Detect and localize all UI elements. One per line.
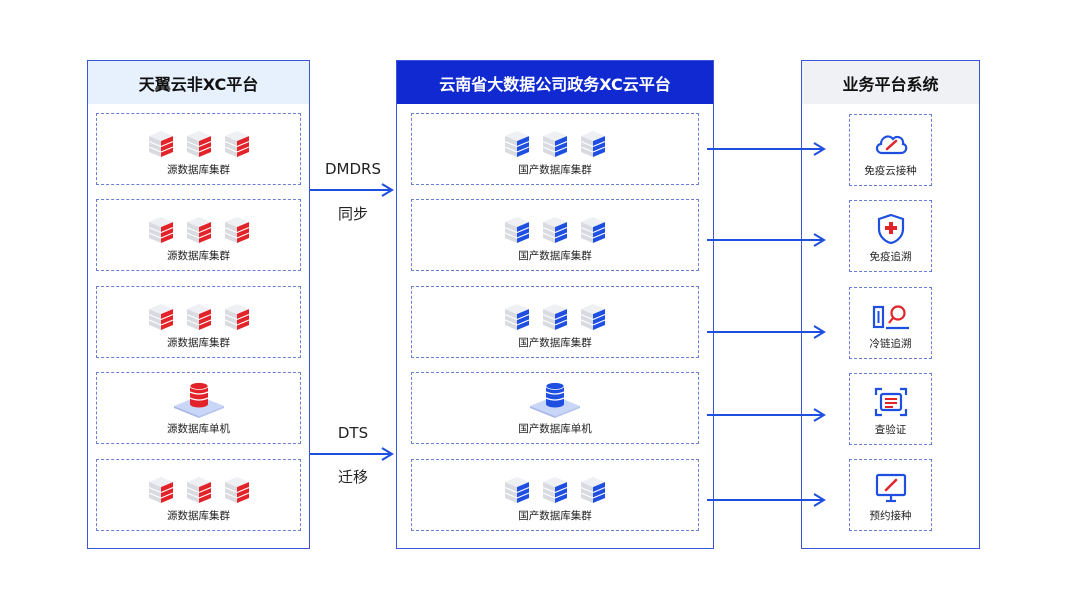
target-db-box: 国产数据库集群 xyxy=(411,286,699,358)
target-single-icon-group xyxy=(528,380,582,418)
target-cluster-icon-group xyxy=(503,467,607,505)
source-cluster-icon-group xyxy=(147,467,251,505)
cold-chain-search-icon xyxy=(872,305,909,330)
service-box: 免疫追溯 xyxy=(849,200,932,272)
cloud-syringe-icon xyxy=(875,135,907,155)
service-box: 冷链追溯 xyxy=(849,287,932,359)
db-stack-icon xyxy=(580,304,606,330)
db-stack-icon xyxy=(542,131,568,157)
sync-arrow xyxy=(310,183,394,197)
target-cluster-icon-group xyxy=(503,294,607,332)
db-stack-icon xyxy=(186,477,211,503)
db-stack-icon xyxy=(224,131,249,157)
source-db-box: 源数据库集群 xyxy=(96,459,301,531)
target-db-label: 国产数据库集群 xyxy=(518,510,592,522)
service-arrow xyxy=(707,493,826,507)
db-stack-icon xyxy=(504,304,530,330)
business-system-panel: 业务平台系统 xyxy=(801,60,980,549)
target-cluster-icon-group xyxy=(503,121,607,159)
source-db-label: 源数据库集群 xyxy=(167,164,230,176)
service-arrow xyxy=(707,142,826,156)
service-box: 预约接种 xyxy=(849,459,932,531)
db-stack-icon xyxy=(224,477,249,503)
source-single-icon-group xyxy=(172,380,226,418)
target-db-box: 国产数据库集群 xyxy=(411,459,699,531)
db-stack-icon xyxy=(186,217,211,243)
source-db-box: 源数据库集群 xyxy=(96,286,301,358)
source-db-label: 源数据库单机 xyxy=(167,423,230,435)
db-stack-icon xyxy=(504,131,530,157)
target-db-label: 国产数据库集群 xyxy=(518,164,592,176)
source-db-box: 源数据库集群 xyxy=(96,199,301,271)
target-db-label: 国产数据库集群 xyxy=(518,250,592,262)
source-cluster-icon-group xyxy=(147,294,251,332)
migrate-action-label: 迁移 xyxy=(337,468,368,486)
source-db-box: 源数据库单机 xyxy=(96,372,301,444)
migrate-tool-label: DTS xyxy=(337,424,369,442)
db-single-icon xyxy=(173,382,224,418)
source-db-box: 源数据库集群 xyxy=(96,113,301,185)
shield-cross-icon xyxy=(877,213,904,245)
db-stack-icon xyxy=(148,477,173,503)
db-stack-icon xyxy=(186,304,211,330)
service-box: 免疫云接种 xyxy=(849,114,932,186)
migrate-arrow xyxy=(310,447,394,461)
source-platform-title: 天翼云非XC平台 xyxy=(88,61,309,104)
service-arrow xyxy=(707,233,826,247)
sync-tool-label: DMDRS xyxy=(325,160,381,178)
target-db-label: 国产数据库集群 xyxy=(518,337,592,349)
target-db-label: 国产数据库单机 xyxy=(518,423,592,435)
db-single-icon xyxy=(530,382,580,418)
service-arrow xyxy=(707,408,826,422)
db-stack-icon xyxy=(504,477,530,503)
db-stack-icon xyxy=(148,131,173,157)
service-box: 查验证 xyxy=(849,373,932,445)
service-label: 查验证 xyxy=(874,424,907,436)
db-stack-icon xyxy=(580,217,606,243)
db-stack-icon xyxy=(186,131,211,157)
db-stack-icon xyxy=(148,304,173,330)
db-stack-icon xyxy=(224,217,249,243)
scan-id-icon xyxy=(874,387,907,417)
target-platform-title: 云南省大数据公司政务XC云平台 xyxy=(397,61,713,104)
target-cluster-icon-group xyxy=(503,207,607,245)
db-stack-icon xyxy=(542,217,568,243)
source-db-label: 源数据库集群 xyxy=(167,337,230,349)
db-stack-icon xyxy=(148,217,173,243)
source-cluster-icon-group xyxy=(147,207,251,245)
service-label: 免疫追溯 xyxy=(869,251,912,263)
db-stack-icon xyxy=(542,304,568,330)
business-system-title: 业务平台系统 xyxy=(802,61,979,104)
source-cluster-icon-group xyxy=(147,121,251,159)
service-label: 预约接种 xyxy=(869,510,912,522)
target-db-box: 国产数据库集群 xyxy=(411,113,699,185)
sync-action-label: 同步 xyxy=(337,205,368,223)
source-db-label: 源数据库集群 xyxy=(167,250,230,262)
service-arrow xyxy=(707,325,826,339)
source-db-label: 源数据库集群 xyxy=(167,510,230,522)
service-label: 冷链追溯 xyxy=(869,338,912,350)
db-stack-icon xyxy=(580,131,606,157)
target-db-box: 国产数据库单机 xyxy=(411,372,699,444)
target-db-box: 国产数据库集群 xyxy=(411,199,699,271)
db-stack-icon xyxy=(504,217,530,243)
monitor-syringe-icon xyxy=(875,473,906,503)
service-label: 免疫云接种 xyxy=(864,165,917,177)
db-stack-icon xyxy=(580,477,606,503)
db-stack-icon xyxy=(542,477,568,503)
db-stack-icon xyxy=(224,304,249,330)
